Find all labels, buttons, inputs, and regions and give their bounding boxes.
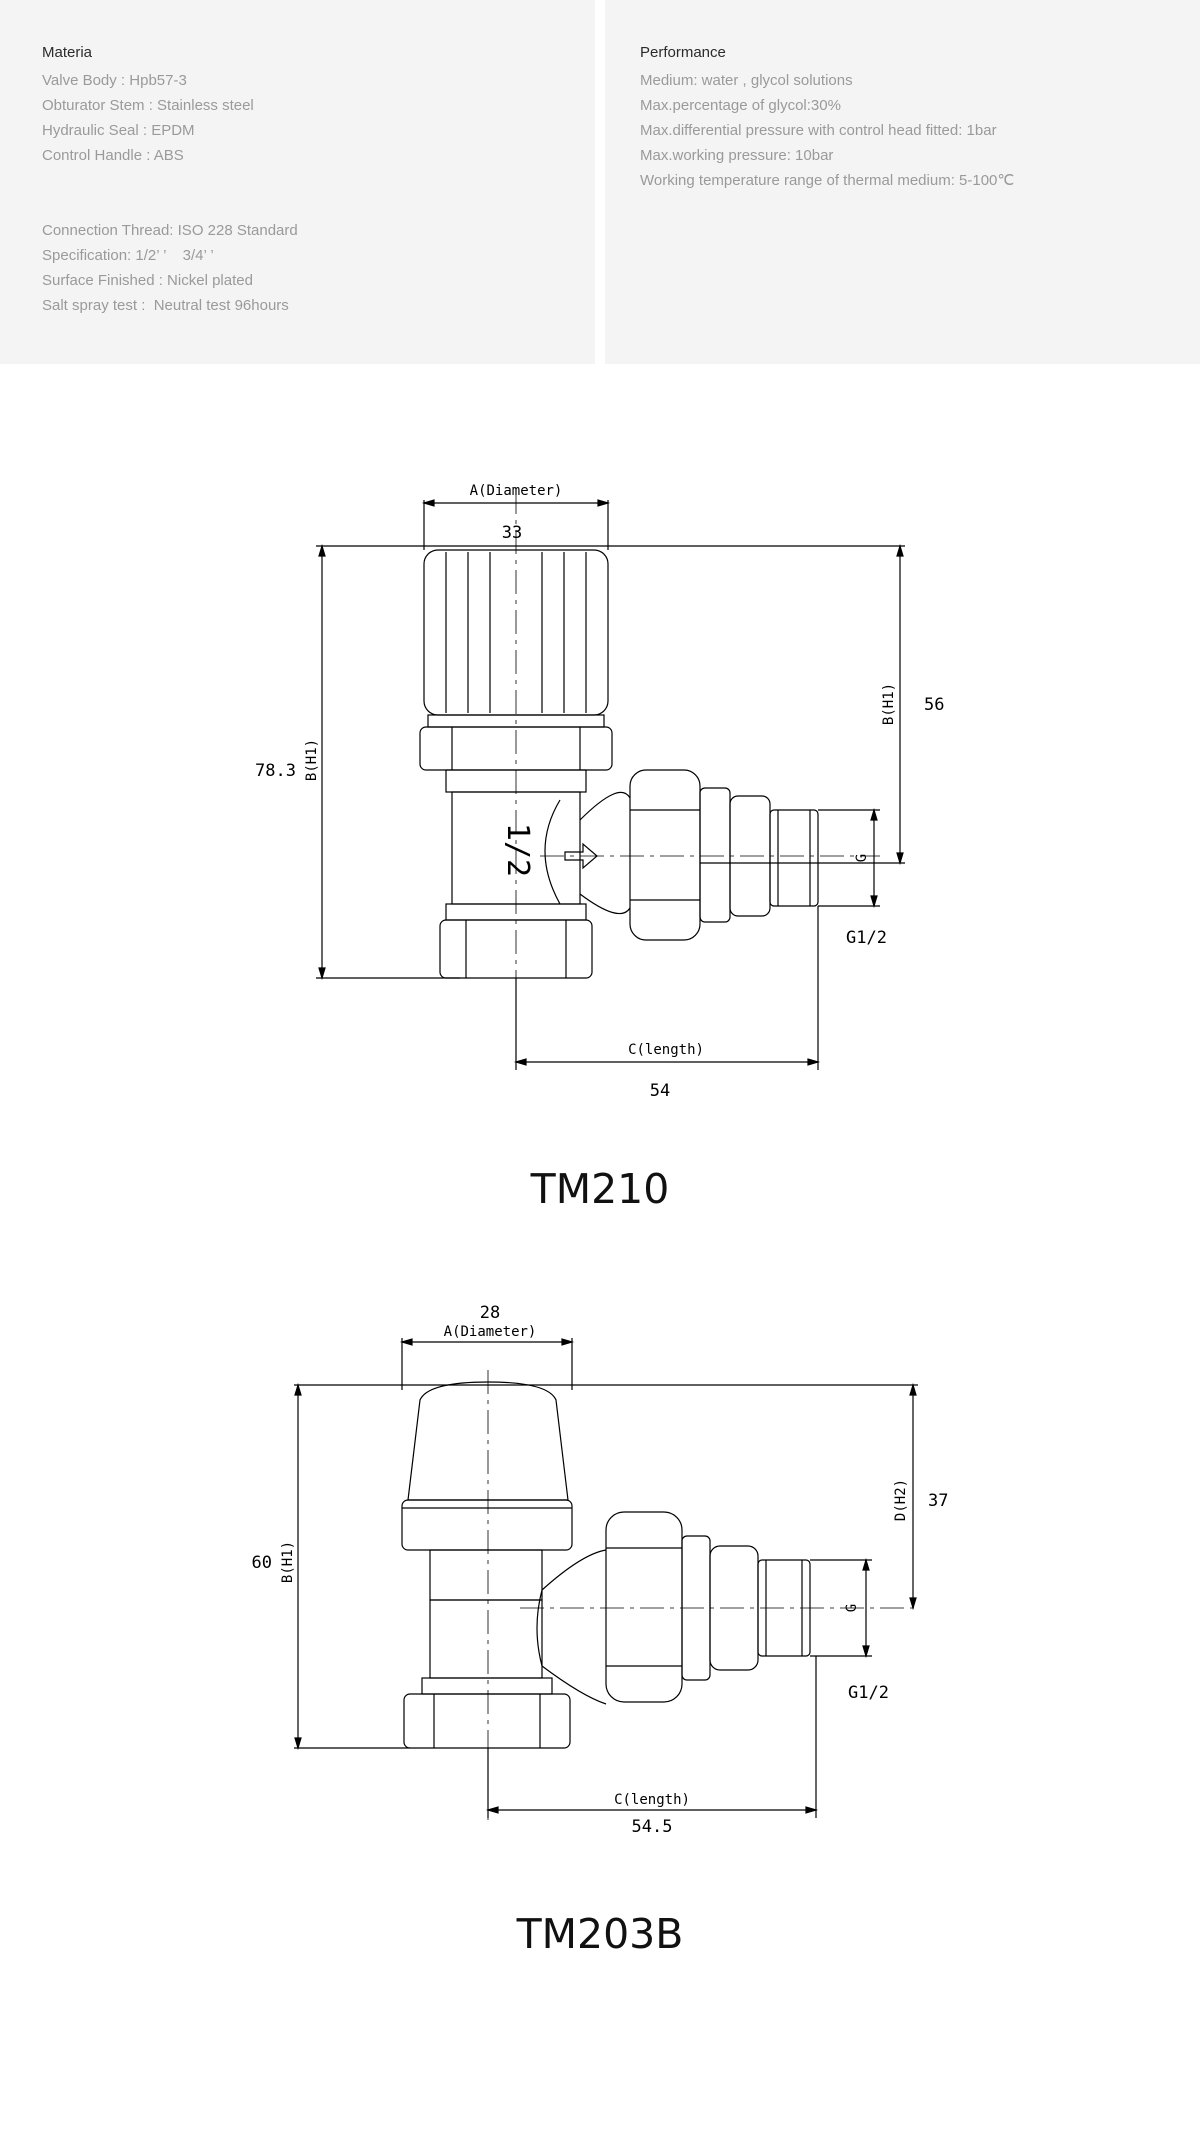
spec-line: Obturator Stem : Stainless steel xyxy=(42,97,254,114)
spec-line: Surface Finished : Nickel plated xyxy=(42,272,253,289)
spec-line: Max.differential pressure with control h… xyxy=(640,122,997,139)
dim-d-label: D(H2) xyxy=(893,1479,909,1521)
materials-panel: Materia Valve Body : Hpb57-3 Obturator S… xyxy=(0,0,595,364)
dim-a-label: A(Diameter) xyxy=(470,483,563,499)
performance-panel: Performance Medium: water , glycol solut… xyxy=(605,0,1200,364)
dim-a-value: 28 xyxy=(480,1303,500,1323)
tm203b-drawing: 28 A(Diameter) 60 B(H1) D(H2) 37 G G1/2 … xyxy=(0,1290,1200,1860)
performance-title: Performance xyxy=(640,44,726,61)
spec-line: Hydraulic Seal : EPDM xyxy=(42,122,195,139)
dim-c-label: C(length) xyxy=(614,1792,690,1808)
dim-c-label: C(length) xyxy=(628,1042,704,1058)
dim-g-value: G1/2 xyxy=(846,928,887,948)
spec-line: Max.working pressure: 10bar xyxy=(640,147,834,164)
body-size-mark: 1/2 xyxy=(500,823,535,877)
tm210-drawing: A(Diameter) 33 78.3 B(H1) B(H1) 56 G G1/… xyxy=(0,470,1200,1130)
spec-line: Max.percentage of glycol:30% xyxy=(640,97,841,114)
dim-a-value: 33 xyxy=(502,523,522,543)
dim-g-label: G xyxy=(844,1604,860,1612)
spec-line: Working temperature range of thermal med… xyxy=(640,172,1015,189)
dim-b-value: 78.3 xyxy=(255,761,296,781)
spec-line: Medium: water , glycol solutions xyxy=(640,72,853,89)
dim-b-value: 60 xyxy=(252,1553,272,1573)
spec-line: Specification: 1/2’ ’ 3/4’ ’ xyxy=(42,247,214,264)
tm203b-technical-drawing: 28 A(Diameter) 60 B(H1) D(H2) 37 G G1/2 … xyxy=(252,1303,949,1837)
dim-c-value: 54 xyxy=(650,1081,670,1101)
dim-b-label: B(H1) xyxy=(280,1541,296,1583)
tm210-model-title: TM210 xyxy=(530,1165,670,1213)
materials-title: Materia xyxy=(42,44,93,61)
dim-g-value: G1/2 xyxy=(848,1683,889,1703)
dim-c-value: 54.5 xyxy=(632,1817,673,1837)
dim-h1-label: B(H1) xyxy=(881,683,897,725)
dim-g-label: G xyxy=(854,854,870,862)
spec-line: Salt spray test : Neutral test 96hours xyxy=(42,297,289,314)
tm203b-model-title: TM203B xyxy=(516,1910,684,1958)
tm210-technical-drawing: A(Diameter) 33 78.3 B(H1) B(H1) 56 G G1/… xyxy=(255,483,944,1101)
dim-a-label: A(Diameter) xyxy=(444,1324,537,1340)
dim-b-label: B(H1) xyxy=(304,739,320,781)
spec-line: Valve Body : Hpb57-3 xyxy=(42,72,187,89)
spec-line: Connection Thread: ISO 228 Standard xyxy=(42,222,298,239)
dim-d-value: 37 xyxy=(928,1491,948,1511)
spec-line: Control Handle : ABS xyxy=(42,147,184,164)
dim-h1-value: 56 xyxy=(924,695,944,715)
